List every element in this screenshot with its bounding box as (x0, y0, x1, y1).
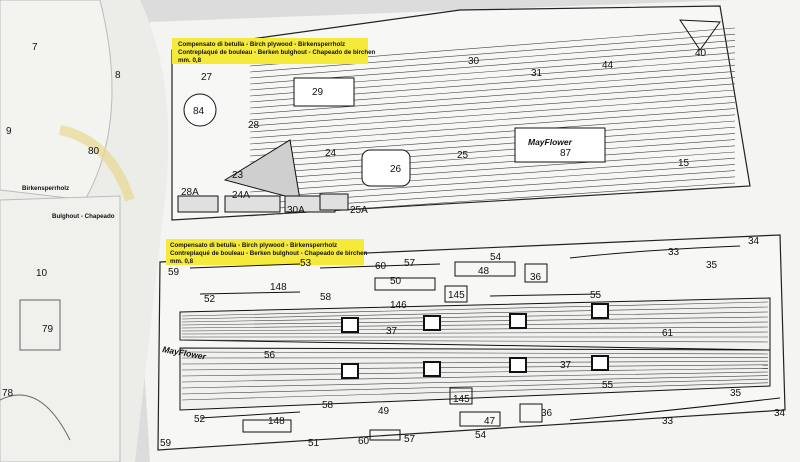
top-caption-line-2: Contreplaqué de bouleau - Berken bulghou… (178, 49, 376, 56)
part-87-nameplate (514, 127, 606, 163)
label-15: 15 (678, 158, 690, 169)
label-148: 148 (270, 282, 287, 293)
label-52: 52 (204, 294, 216, 305)
label-55: 55 (590, 290, 602, 301)
part-29-hatch (293, 77, 355, 107)
label-36: 36 (530, 272, 542, 283)
label-87: 87 (560, 148, 572, 159)
label-53: 53 (300, 258, 312, 269)
left-label-9: 9 (6, 126, 12, 137)
label-58-b: 58 (322, 400, 334, 411)
bottom-caption-highlight (166, 239, 364, 265)
bottom-caption-line-3: mm. 0,8 (170, 258, 194, 265)
label-26: 26 (390, 164, 402, 175)
label-30a: 30A (287, 205, 305, 216)
label-28a: 28A (181, 187, 199, 198)
label-54-b: 54 (475, 430, 487, 441)
label-50: 50 (390, 276, 402, 287)
nameplate-text: MayFlower (528, 137, 573, 147)
left-caption-2: Bulghout - Chapeado (52, 213, 115, 220)
label-25: 25 (457, 150, 469, 161)
label-52-b: 52 (194, 414, 206, 425)
label-51: 51 (308, 438, 320, 449)
bottom-caption-line-2: Contreplaqué de bouleau - Berken bulghou… (170, 250, 368, 257)
label-28: 28 (248, 120, 260, 131)
label-56: 56 (264, 350, 276, 361)
label-29: 29 (312, 87, 324, 98)
label-24a: 24A (232, 190, 250, 201)
part-40-shape (679, 19, 721, 51)
part-28a (177, 195, 219, 213)
label-145-b: 145 (453, 394, 470, 405)
label-84: 84 (193, 106, 205, 117)
hull-planking (181, 301, 769, 401)
label-44: 44 (602, 60, 614, 71)
left-page-upper (0, 0, 113, 201)
top-caption-line-3: mm. 0,8 (178, 57, 202, 64)
label-25a: 25A (350, 205, 368, 216)
label-58: 58 (320, 292, 332, 303)
part-24a (224, 195, 281, 213)
label-145: 145 (448, 290, 465, 301)
left-label-78: 78 (2, 388, 14, 399)
deck-planking (249, 27, 736, 217)
label-27: 27 (201, 72, 213, 83)
part-23-grating (223, 139, 301, 201)
left-label-80: 80 (88, 146, 100, 157)
label-148-b: 148 (268, 416, 285, 427)
part-84-rosette (183, 93, 217, 127)
label-37-b: 37 (560, 360, 572, 371)
label-59: 59 (168, 267, 180, 278)
label-57-b: 57 (404, 434, 416, 445)
top-caption-line-1: Compensato di betulla - Birch plywood - … (178, 41, 345, 48)
label-60: 60 (375, 261, 387, 272)
label-33-b: 33 (662, 416, 674, 427)
label-55-b: 55 (602, 380, 614, 391)
label-23: 23 (232, 170, 244, 181)
label-61: 61 (662, 328, 674, 339)
left-label-7: 7 (32, 42, 38, 53)
label-146: 146 (390, 300, 407, 311)
label-48: 48 (478, 266, 490, 277)
part-26 (361, 149, 411, 187)
left-label-8: 8 (115, 70, 121, 81)
label-59-b: 59 (160, 438, 172, 449)
label-35-b: 35 (730, 388, 742, 399)
left-part-79-outline (19, 299, 61, 351)
left-label-79: 79 (42, 324, 54, 335)
part-25a (319, 193, 349, 211)
bottom-caption-line-1: Compensato di betulla - Birch plywood - … (170, 242, 337, 249)
left-label-10: 10 (36, 268, 48, 279)
left-curve (0, 394, 71, 441)
label-60-b: 60 (358, 436, 370, 447)
label-49: 49 (378, 406, 390, 417)
label-31: 31 (531, 68, 543, 79)
label-35: 35 (706, 260, 718, 271)
label-30: 30 (468, 56, 480, 67)
left-caption-1: Birkensperrholz (22, 185, 69, 192)
left-yellow-strip (58, 125, 135, 202)
label-34: 34 (748, 236, 760, 247)
label-57: 57 (404, 258, 416, 269)
label-54: 54 (490, 252, 502, 263)
label-34-b: 34 (774, 408, 786, 419)
label-37-a: 37 (386, 326, 398, 337)
label-33: 33 (668, 247, 680, 258)
gun-ports (341, 303, 609, 379)
label-36-b: 36 (541, 408, 553, 419)
label-40: 40 (695, 48, 707, 59)
top-caption-highlight (172, 38, 368, 64)
strip-parts (189, 245, 781, 441)
label-24: 24 (325, 148, 337, 159)
label-47: 47 (484, 416, 496, 427)
